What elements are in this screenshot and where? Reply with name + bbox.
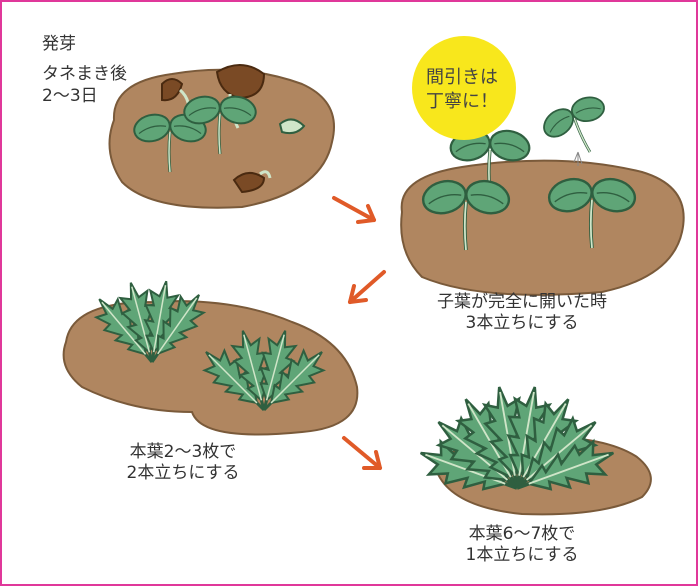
arrow-sprout-to-cotyledon [332,196,376,224]
callout-bubble [412,36,516,140]
stage-true-leaves-6-7-line2: 1本立ちにする [465,545,579,565]
stage-cotyledon-line1: 子葉が完全に開いた時 [437,292,607,312]
callout-line1: 間引きは [426,67,498,88]
callout-line2: 丁寧に！ [426,91,498,112]
stage-true-leaves-2-3-line2: 2本立ちにする [126,463,240,483]
stage-sprout-timing-line1: タネまき後 [42,64,127,84]
cotyledon-seedlings [419,87,638,250]
stage-sprout-timing-line2: 2〜3日 [42,86,98,106]
sprouting-seeds [131,64,306,194]
stage-true-leaves-2-3-line1: 本葉2〜3枚で [129,442,237,462]
stage-sprout-title: 発芽 [42,34,76,54]
callout-text: 間引きは 丁寧に！ [410,66,514,114]
stage-cotyledon-line2: 3本立ちにする [465,313,579,333]
stage-cotyledon-caption: 子葉が完全に開いた時 3本立ちにする [402,292,642,334]
arrow-cotyledon-to-true-leaves [348,270,386,304]
stage-true-leaves-2-3-caption: 本葉2〜3枚で 2本立ちにする [98,442,268,484]
stage-true-leaves-6-7-caption: 本葉6〜7枚で 1本立ちにする [432,524,612,566]
stage-true-leaves-6-7-line1: 本葉6〜7枚で [468,524,576,544]
arrow-true-leaves-to-final [342,436,382,470]
soil-mound-sprout [108,68,335,209]
